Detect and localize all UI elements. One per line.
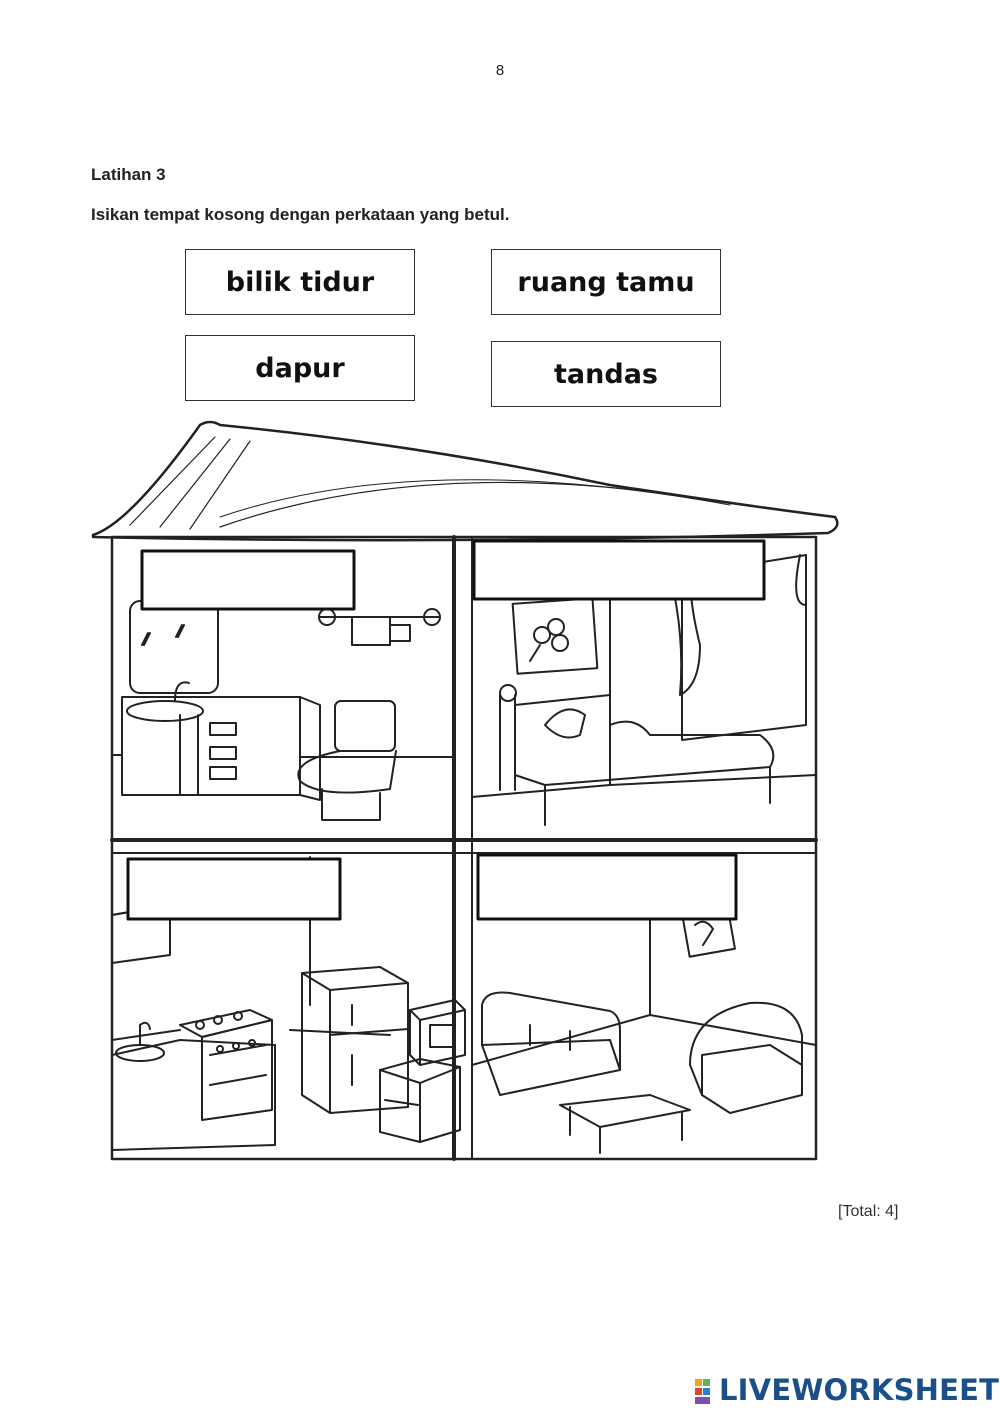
answer-box-living-room[interactable] <box>476 853 738 921</box>
house-illustration <box>91 420 839 1161</box>
roof <box>91 420 839 542</box>
bathroom-scene <box>111 600 455 821</box>
liveworksheets-logo-icon <box>695 1379 710 1404</box>
word-card-dapur[interactable]: dapur <box>185 335 415 401</box>
exercise-title: Latihan 3 <box>91 165 166 184</box>
total-score: [Total: 4] <box>838 1203 899 1220</box>
answer-box-bathroom[interactable] <box>140 549 356 611</box>
instruction-text: Isikan tempat kosong dengan perkataan ya… <box>91 205 510 224</box>
brand-name: LIVEWORKSHEETS <box>719 1373 1000 1407</box>
answer-box-bedroom[interactable] <box>472 539 766 601</box>
page-number: 8 <box>495 62 505 79</box>
word-card-bilik-tidur[interactable]: bilik tidur <box>185 249 415 315</box>
word-card-ruang-tamu[interactable]: ruang tamu <box>491 249 721 315</box>
word-card-tandas[interactable]: tandas <box>491 341 721 407</box>
answer-box-kitchen[interactable] <box>126 857 342 921</box>
house-frame <box>110 535 818 1161</box>
